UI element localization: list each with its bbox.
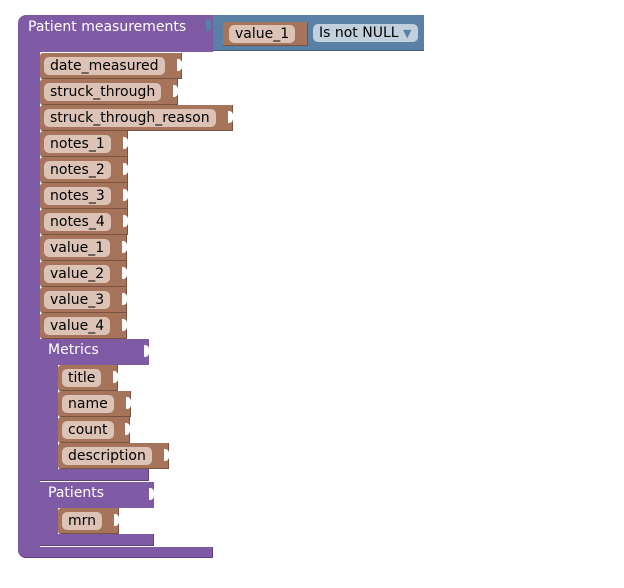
- table-block-spine: [40, 365, 58, 481]
- triangle-down-icon: ▼: [403, 27, 412, 40]
- field-block-notes-3[interactable]: notes_3: [40, 183, 128, 209]
- field-block-struck-through[interactable]: struck_through: [40, 79, 178, 105]
- field-label: count: [62, 421, 114, 439]
- output-connector: [123, 189, 128, 201]
- field-label: title: [62, 369, 102, 387]
- block-title: Metrics: [48, 342, 99, 358]
- table-block-spine: [18, 52, 40, 558]
- field-label: value_3: [44, 291, 111, 309]
- field-block-name[interactable]: name: [58, 391, 131, 417]
- output-connector: [177, 59, 182, 71]
- input-connector: [206, 19, 211, 31]
- field-label: value_4: [44, 317, 111, 335]
- field-block-struck-through-reason[interactable]: struck_through_reason: [40, 105, 233, 131]
- condition-field-block[interactable]: value_1: [223, 22, 308, 46]
- table-block-footer: [18, 547, 213, 558]
- table-block-footer: [40, 534, 154, 546]
- field-label: notes_3: [44, 187, 111, 205]
- operator-dropdown[interactable]: Is not NULL ▼: [313, 24, 418, 42]
- field-block-count[interactable]: count: [58, 417, 130, 443]
- output-connector: [122, 319, 127, 331]
- field-block-description[interactable]: description: [58, 443, 169, 469]
- field-block-value-3[interactable]: value_3: [40, 287, 127, 313]
- condition-block[interactable]: value_1 Is not NULL ▼: [213, 15, 424, 51]
- field-label: notes_4: [44, 213, 111, 231]
- block-title: Patient measurements: [28, 19, 187, 35]
- output-connector: [113, 371, 118, 383]
- field-label: name: [62, 395, 114, 413]
- table-block-metrics[interactable]: Metrics: [40, 339, 149, 365]
- field-label: date_measured: [44, 57, 165, 75]
- field-label: struck_through: [44, 83, 162, 101]
- output-connector: [114, 514, 119, 526]
- table-block-footer: [40, 469, 149, 481]
- table-block-patients[interactable]: Patients: [40, 482, 154, 508]
- field-label: description: [62, 447, 152, 465]
- field-block-title[interactable]: title: [58, 365, 118, 391]
- field-block-notes-2[interactable]: notes_2: [40, 157, 128, 183]
- output-connector: [122, 293, 127, 305]
- field-label: value_1: [44, 239, 111, 257]
- field-label: value_2: [44, 265, 111, 283]
- output-connector: [123, 137, 128, 149]
- output-connector: [126, 397, 131, 409]
- output-connector: [123, 215, 128, 227]
- output-connector: [228, 111, 233, 123]
- field-block-notes-1[interactable]: notes_1: [40, 131, 128, 157]
- table-block-patient-measurements[interactable]: Patient measurements: [18, 15, 213, 52]
- field-block-value-1[interactable]: value_1: [40, 235, 127, 261]
- field-block-notes-4[interactable]: notes_4: [40, 209, 128, 235]
- field-block-value-4[interactable]: value_4: [40, 313, 127, 339]
- output-connector: [164, 449, 169, 461]
- output-connector: [122, 241, 127, 253]
- input-connector: [149, 488, 154, 500]
- field-label: notes_2: [44, 161, 111, 179]
- output-connector: [123, 163, 128, 175]
- field-label: mrn: [62, 512, 103, 530]
- field-block-date-measured[interactable]: date_measured: [40, 53, 182, 79]
- field-label: struck_through_reason: [44, 109, 216, 127]
- field-block-value-2[interactable]: value_2: [40, 261, 127, 287]
- output-connector: [125, 423, 130, 435]
- input-connector: [144, 345, 149, 357]
- output-connector: [173, 85, 178, 97]
- operator-value: Is not NULL: [319, 25, 399, 41]
- block-title: Patients: [48, 485, 105, 501]
- condition-field-label: value_1: [229, 25, 296, 43]
- field-label: notes_1: [44, 135, 111, 153]
- output-connector: [122, 267, 127, 279]
- field-block-mrn[interactable]: mrn: [58, 508, 119, 534]
